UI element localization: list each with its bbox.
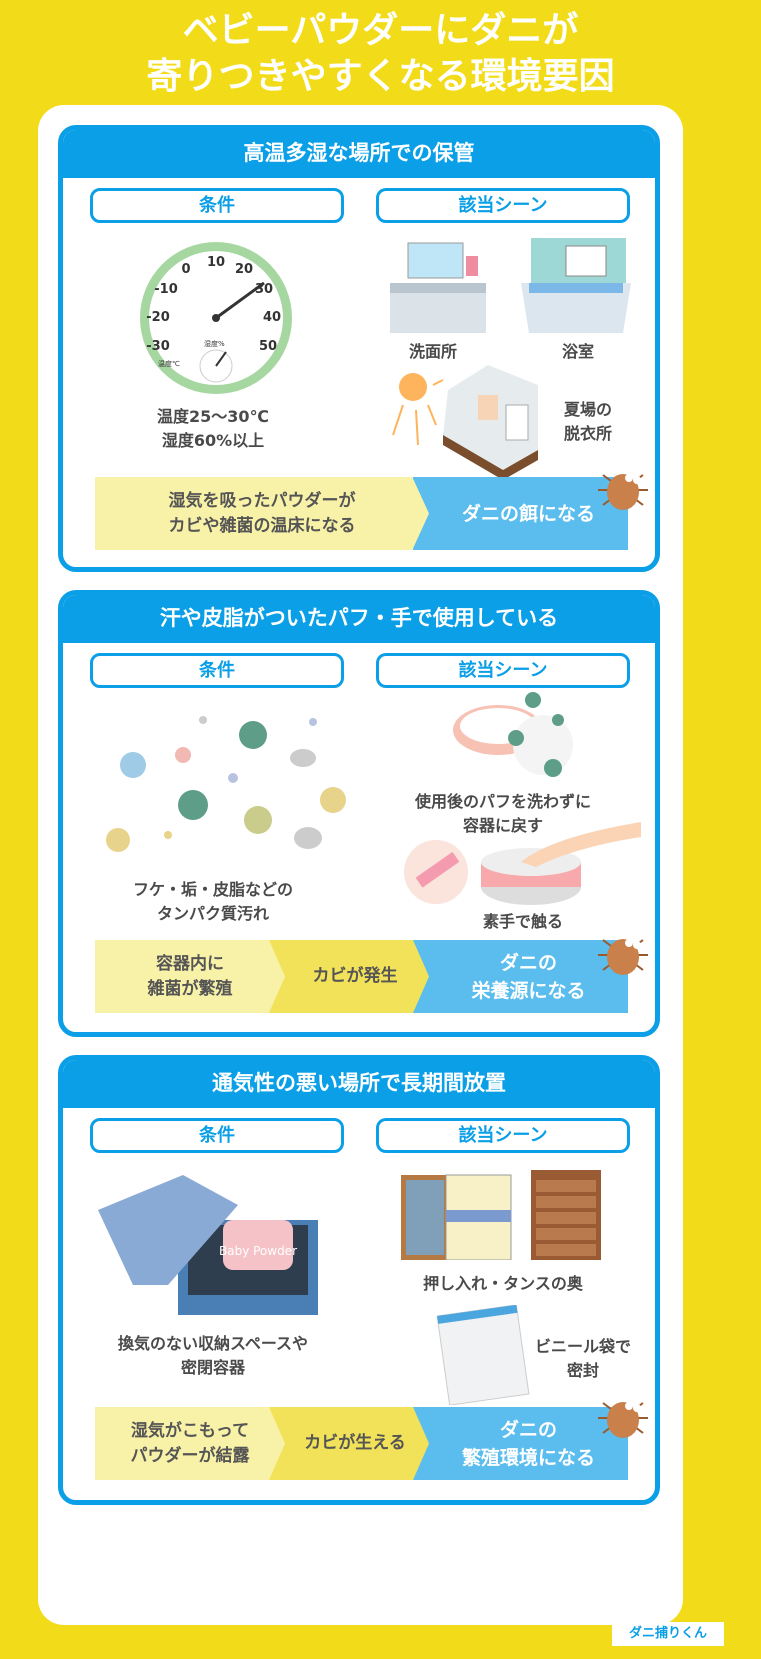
condition-label: 条件 [90,1118,344,1153]
mite-icon [598,939,648,975]
washroom-icon [390,242,486,333]
section-heading: 汗や皮脂がついたパフ・手で使用している [63,595,655,643]
scene-label: 該当シーン [376,1118,630,1153]
scene-puff-label: 使用後のパフを洗わずに [414,792,591,811]
section-dirty-puff: 汗や皮脂がついたパフ・手で使用している 条件 該当シーン フケ・垢・皮脂などの … [58,590,660,1037]
section-high-humidity: 高温多湿な場所での保管 条件 該当シーン -30 -20 -10 0 10 20… [58,125,660,572]
scene-closet-label: 押し入れ・タンスの奥 [423,1274,583,1293]
condition-text: 換気のない収納スペースや [117,1334,309,1353]
bare-hand-icon [404,822,641,905]
scene-label: 該当シーン [376,188,630,223]
dressing-room-sun-icon [392,365,538,480]
mite-icon [598,474,648,510]
box-label: Baby Powder [219,1244,297,1258]
flow-step: ダニの繁殖環境になる [413,1407,628,1480]
humidity-condition: 湿度60%以上 [161,431,265,450]
scene-dressing-room-label: 夏場の [563,400,612,419]
svg-text:湿度%: 湿度% [204,339,225,348]
section-poor-ventilation: 通気性の悪い場所で長期間放置 条件 該当シーン Baby Powder 換気のな… [58,1055,660,1505]
mite-icon [598,1402,648,1438]
thermo-hygrometer-icon: -30 -20 -10 0 10 20 30 40 50 温度℃ 湿度% [140,242,292,394]
condition-text: フケ・垢・皮脂などの [132,880,293,899]
closed-box-icon: Baby Powder [98,1175,318,1315]
svg-text:温度℃: 温度℃ [158,359,180,368]
brand-logo: ダニ捕りくん [612,1622,724,1646]
flow-step: カビが生える [269,1407,429,1480]
condition-label: 条件 [90,653,344,688]
scene-bathroom-label: 浴室 [561,342,594,361]
tick: 50 [259,339,277,354]
result-flow: 容器内に雑菌が繁殖 カビが発生 ダニの栄養源になる [95,940,628,1013]
tick: 20 [235,262,253,277]
tick: 10 [207,255,225,270]
scene-label: 該当シーン [376,653,630,688]
tick: -10 [154,282,178,297]
section-heading: 通気性の悪い場所で長期間放置 [63,1060,655,1108]
flow-step: ダニの栄養源になる [413,940,628,1013]
flow-step: 容器内に雑菌が繁殖 [95,940,285,1013]
flow-step: カビが発生 [269,940,429,1013]
scene-washroom-label: 洗面所 [408,342,457,361]
scene-hand-label: 素手で触る [482,912,563,931]
dirty-puff-icon [453,692,573,777]
result-flow: 湿気を吸ったパウダーがカビや雑菌の温床になる ダニの餌になる [95,477,628,550]
bathtub-icon [521,238,631,333]
flow-step: 湿気を吸ったパウダーがカビや雑菌の温床になる [95,477,429,550]
tick: -20 [146,310,170,325]
scene-bag-label: ビニール袋で [534,1337,631,1356]
tick: 0 [181,262,190,277]
tick: 40 [263,310,281,325]
page-title: ベビーパウダーにダニが 寄りつきやすくなる環境要因 [146,10,615,97]
flow-step: ダニの餌になる [413,477,628,550]
condition-label: 条件 [90,188,344,223]
closet-drawer-icon [401,1170,601,1260]
tick: -30 [146,339,170,354]
germs-icon [106,716,346,852]
temperature-condition: 温度25〜30℃ [157,407,269,426]
plastic-bag-icon [436,1305,530,1405]
section-heading: 高温多湿な場所での保管 [63,130,655,178]
flow-step: 湿気がこもってパウダーが結露 [95,1407,285,1480]
result-flow: 湿気がこもってパウダーが結露 カビが生える ダニの繁殖環境になる [95,1407,628,1480]
